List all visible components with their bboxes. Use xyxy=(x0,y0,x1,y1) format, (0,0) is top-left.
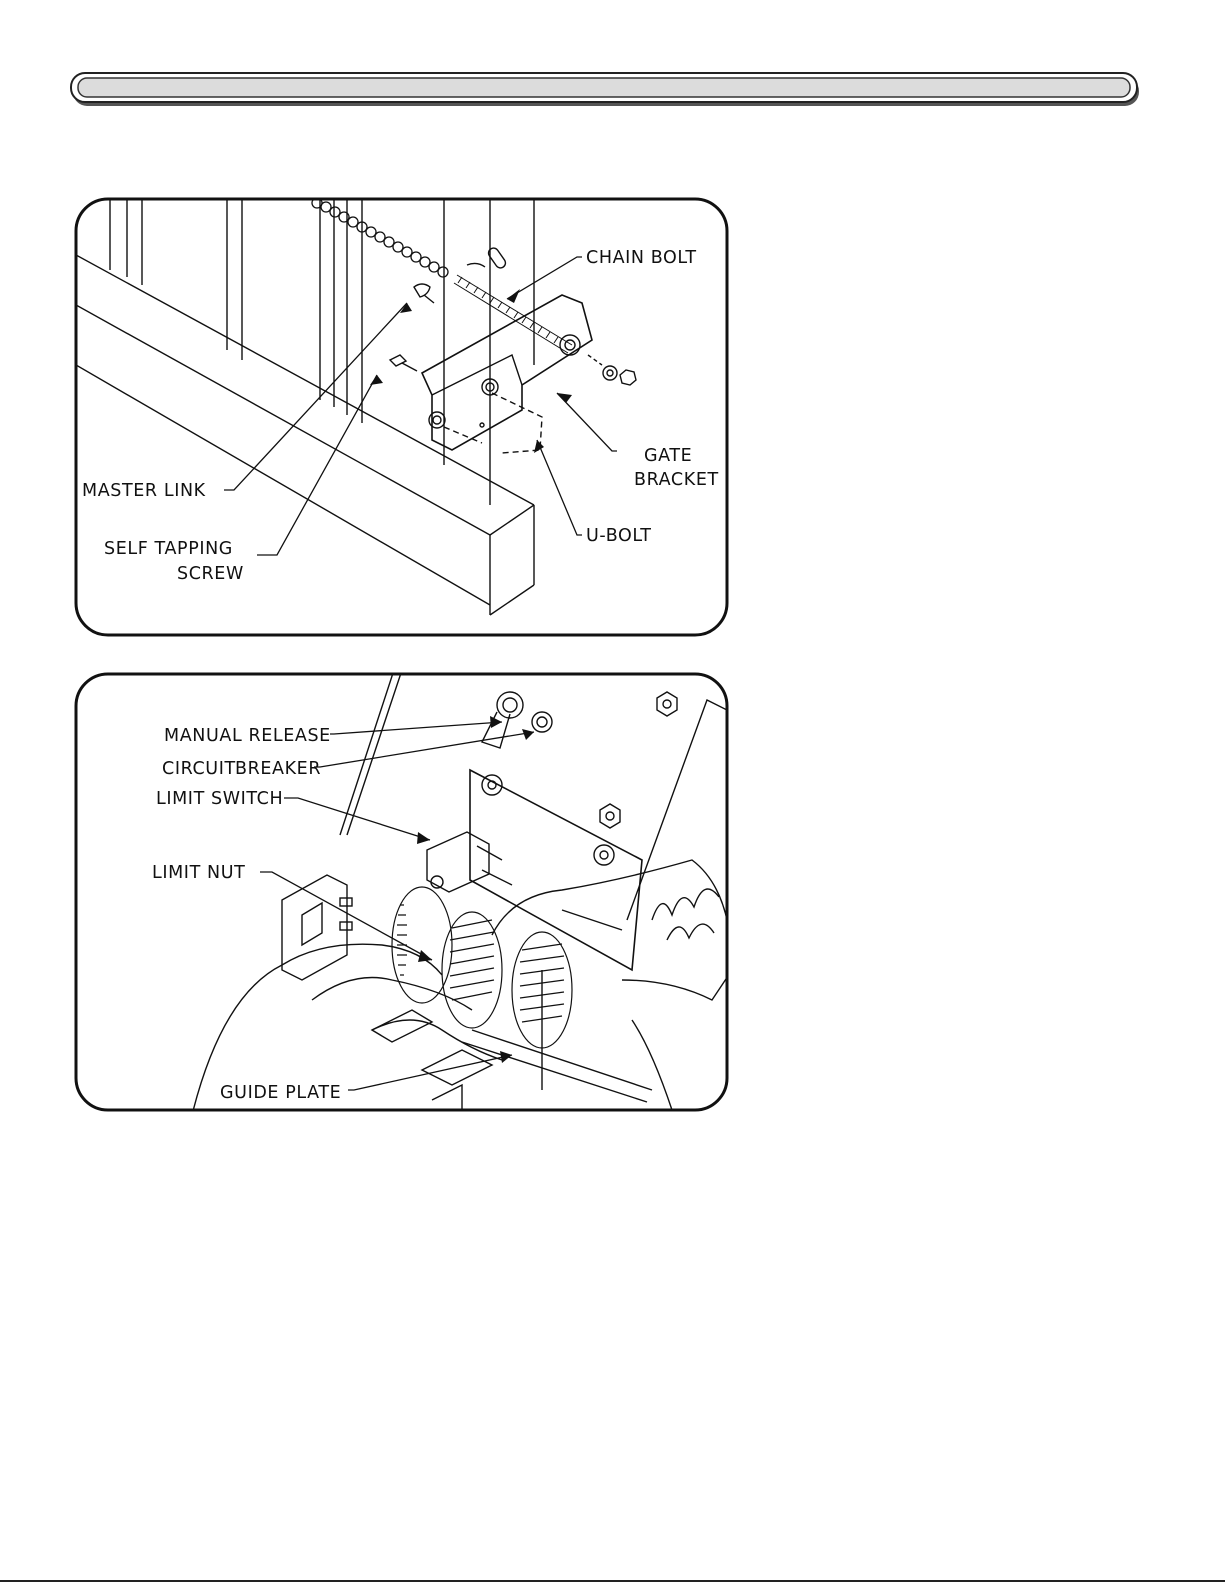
label-chain-bolt: CHAIN BOLT xyxy=(586,248,697,268)
label-limit-nut: LIMIT NUT xyxy=(152,863,245,883)
bottom-rule xyxy=(0,1580,1225,1582)
label-limit-switch: LIMIT SWITCH xyxy=(156,789,283,809)
header-bar xyxy=(70,72,1142,108)
limit-switch-diagram: MANUAL RELEASE CIRCUIT BREAKER LIMIT SWI… xyxy=(72,670,732,1115)
label-circuit: CIRCUIT xyxy=(162,759,236,779)
label-guide-plate: GUIDE PLATE xyxy=(220,1083,341,1103)
label-breaker: BREAKER xyxy=(235,759,321,779)
label-bracket: BRACKET xyxy=(634,470,719,490)
label-screw: SCREW xyxy=(177,564,244,584)
label-manual-release: MANUAL RELEASE xyxy=(164,726,331,746)
label-master-link: MASTER LINK xyxy=(82,481,206,501)
label-gate: GATE xyxy=(644,446,692,466)
label-u-bolt: U-BOLT xyxy=(586,526,652,546)
label-self-tapping: SELF TAPPING xyxy=(104,539,233,559)
gate-bracket-diagram: CHAIN BOLT GATE BRACKET U-BOLT MASTER LI… xyxy=(72,195,732,640)
